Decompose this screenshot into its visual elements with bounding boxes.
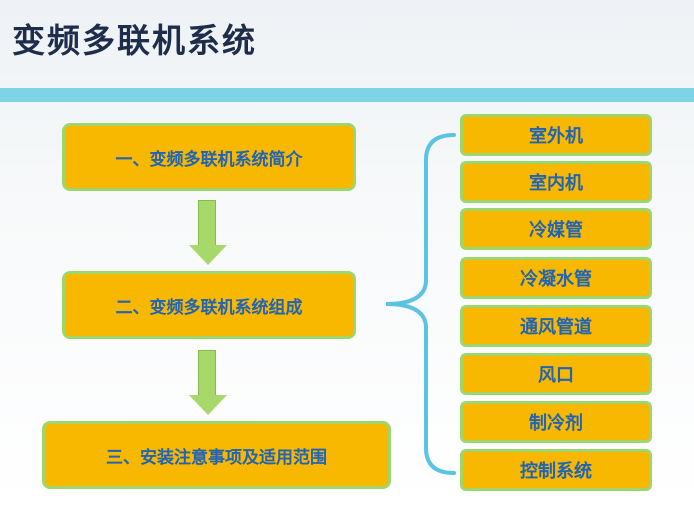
step-installation-box: 三、安装注意事项及适用范围 (42, 421, 391, 489)
curly-brace-icon (385, 133, 456, 475)
down-arrow-icon (189, 200, 227, 266)
step-composition-box: 二、变频多联机系统组成 (62, 271, 356, 339)
step-intro-box: 一、变频多联机系统简介 (62, 123, 356, 191)
component-label: 室内机 (529, 173, 583, 194)
component-label: 风口 (538, 365, 574, 386)
component-label: 制冷剂 (529, 413, 583, 434)
slide-title: 变频多联机系统 (12, 21, 257, 60)
component-indoor-unit: 室内机 (460, 161, 652, 203)
title-underline-bar (0, 88, 694, 102)
component-label: 控制系统 (520, 461, 592, 482)
component-label: 冷凝水管 (520, 269, 592, 290)
step-installation-label: 三、安装注意事项及适用范围 (106, 447, 327, 468)
component-label: 冷媒管 (529, 220, 583, 241)
component-refrigerant-pipe: 冷媒管 (460, 208, 652, 250)
component-ventilation-duct: 通风管道 (460, 305, 652, 347)
down-arrow-icon (189, 350, 227, 416)
component-outdoor-unit: 室外机 (460, 114, 652, 156)
component-control-system: 控制系统 (460, 449, 652, 491)
component-label: 通风管道 (520, 317, 592, 338)
step-intro-label: 一、变频多联机系统简介 (115, 149, 303, 170)
component-air-outlet: 风口 (460, 353, 652, 395)
component-refrigerant: 制冷剂 (460, 401, 652, 443)
component-label: 室外机 (529, 126, 583, 147)
step-composition-label: 二、变频多联机系统组成 (115, 297, 303, 318)
component-condensate-pipe: 冷凝水管 (460, 257, 652, 299)
